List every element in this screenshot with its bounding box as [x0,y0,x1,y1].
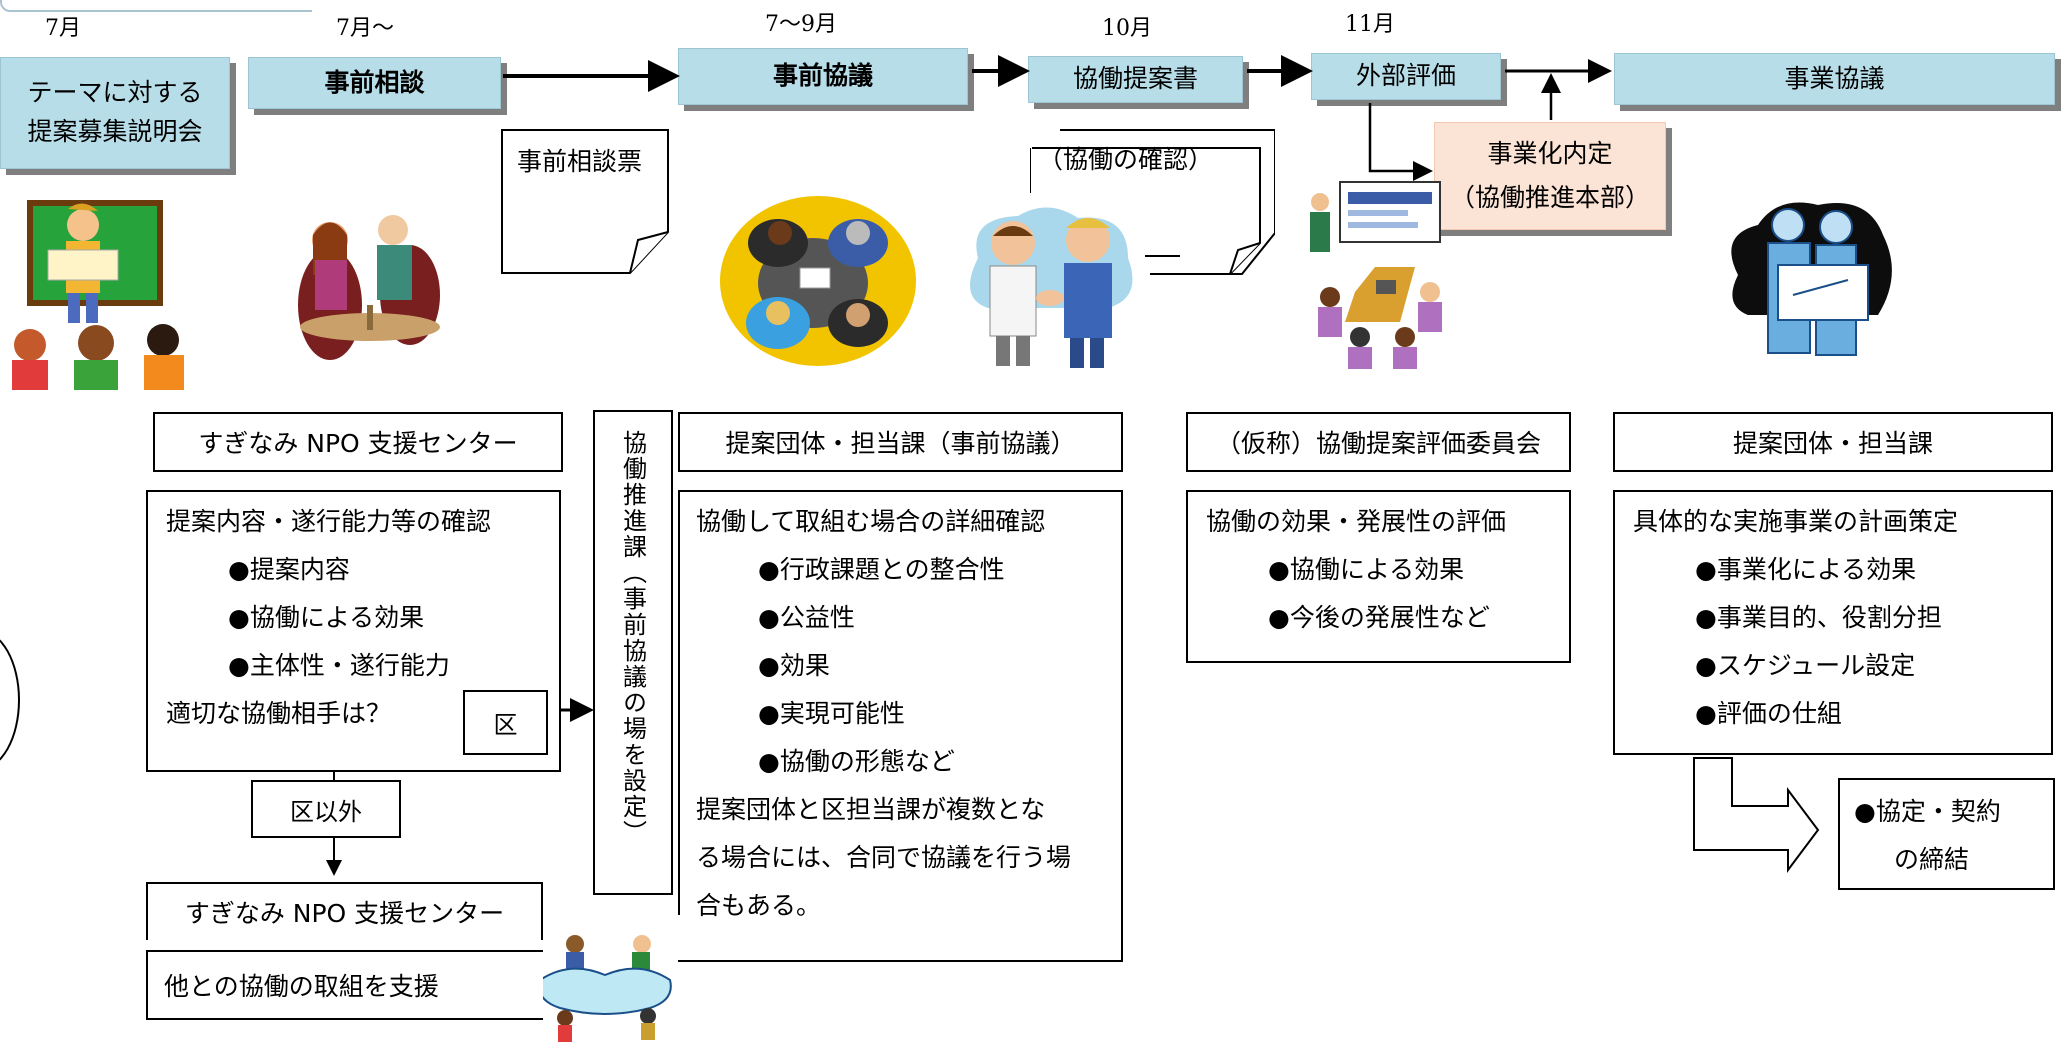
agreement-line2: の締結 [1894,845,1970,874]
agreement-line1: ●協定・契約 [1854,797,2001,826]
consult-sheet-document [501,129,669,274]
npo-support-text: 他との協働の取組を支援 [164,972,439,1001]
meeting-table-illustration [720,196,916,366]
npo-question: 適切な協働相手は？ [166,699,392,728]
top-left-remnant [0,0,312,12]
proposal-group-header: 提案団体・担当課 [1613,412,2053,472]
month-label-4: 10月 [1102,16,1152,41]
evaluation-bullet: ●協働による効果 [1268,555,1465,584]
stage-pre-consultation: 事前相談 [248,57,501,109]
consult-sheet-label: 事前相談票 [517,147,643,176]
planning-title: 具体的な実施事業の計画策定 [1633,507,1959,536]
npo-bullet: ●協働による効果 [228,603,425,632]
stage-proposal: 協働提案書 [1028,56,1243,103]
pre-discussion-bullet: ●公益性 [758,603,855,632]
planning-bullet: ●事業目的、役割分担 [1695,603,1942,632]
stage-briefing-line2: 提案募集説明会 [27,117,203,146]
planning-detail-box: 具体的な実施事業の計画策定 ●事業化による効果 ●事業目的、役割分担 ●スケジュ… [1613,490,2053,755]
npo-support-box: 他との協働の取組を支援 [146,950,543,1020]
coordinator-vertical-box: 協働推進課（事前協議の場を設定） [593,410,673,895]
pre-discussion-note: 提案団体と区担当課が複数とな [696,795,1046,824]
naitei-line2: （協働推進本部） [1449,183,1650,212]
stage-pre-discussion: 事前協議 [678,48,968,105]
evaluation-detail-box: 協働の効果・発展性の評価 ●協働による効果 ●今後の発展性など [1186,490,1571,663]
pre-discussion-note: る場合には、合同で協議を行う場 [696,843,1072,872]
evaluation-bullet: ●今後の発展性など [1268,603,1490,632]
pre-discussion-detail-box: 協働して取組む場合の詳細確認 ●行政課題との整合性 ●公益性 ●効果 ●実現可能… [678,490,1123,962]
pre-discussion-bullet: ●効果 [758,651,830,680]
npo-bullet: ●主体性・遂行能力 [228,651,450,680]
hollow-arrow-to-agreement [1693,757,1820,873]
stage-briefing: テーマに対する 提案募集説明会 [0,57,230,169]
planning-bullet: ●評価の仕組 [1695,699,1842,728]
presentation-illustration [1310,181,1442,369]
npo-center-header: すぎなみ NPO 支援センター [153,412,563,472]
planning-illustration [1731,202,1892,356]
stage-naitei: 事業化内定 （協働推進本部） [1434,122,1666,230]
pre-discussion-bullet: ●実現可能性 [758,699,905,728]
stage-business-discussion: 事業協議 [1614,53,2055,105]
handshake-illustration [970,207,1133,368]
evaluation-committee-header: （仮称）協働提案評価委員会 [1186,412,1571,472]
npo-center-header-2: すぎなみ NPO 支援センター [146,882,543,940]
ward-box: 区 [463,690,548,755]
planning-bullet: ●スケジュール設定 [1695,651,1916,680]
pre-discussion-bullet: ●協働の形態など [758,747,955,776]
pre-discussion-left-border [678,490,680,915]
outside-ward-box: 区以外 [251,780,401,838]
teacher-class-illustration [12,200,184,390]
agreement-box: ●協定・契約 の締結 [1838,778,2055,890]
month-label-5: 11月 [1345,12,1395,37]
naitei-line1: 事業化内定 [1487,139,1613,169]
consultation-illustration [298,215,440,360]
month-label-1: 7月 [45,16,81,41]
pre-discussion-note: 合もある。 [696,891,822,920]
stage-evaluation: 外部評価 [1311,53,1501,100]
proposal-group-pre-discussion-header: 提案団体・担当課（事前協議） [678,412,1123,472]
confirmation-document [1030,129,1275,275]
month-label-2: 7月～ [336,16,394,41]
confirmation-label: （協働の確認） [1038,145,1214,174]
pre-discussion-bullet: ●行政課題との整合性 [758,555,1005,584]
stage-briefing-line1: テーマに対する [27,78,203,108]
npo-confirmation-title: 提案内容・遂行能力等の確認 [166,507,492,536]
planning-bullet: ●事業化による効果 [1695,555,1917,584]
pre-discussion-title: 協働して取組む場合の詳細確認 [696,507,1046,536]
month-label-3: 7～9月 [765,12,837,37]
arrow-evaluation-to-naitei [1368,103,1433,181]
npo-bullet: ●提案内容 [228,555,350,584]
evaluation-title: 協働の効果・発展性の評価 [1206,507,1507,536]
collaboration-illustration [538,935,672,1042]
